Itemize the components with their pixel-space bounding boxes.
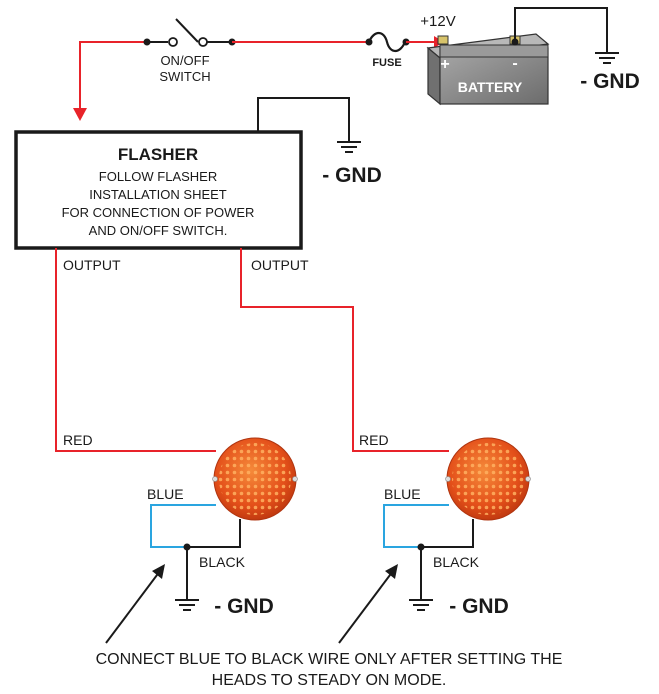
battery-voltage: +12V [420, 13, 455, 30]
black-wire-right [420, 519, 474, 600]
left-lamp-ground-label: - GND [214, 595, 274, 618]
right-lamp-red-label: RED [359, 432, 389, 448]
battery [426, 33, 550, 106]
right-lamp-black-label: BLACK [433, 554, 480, 570]
flasher-output-left: OUTPUT [63, 257, 121, 273]
blue-wire-left [150, 504, 216, 548]
left-lamp-black-label: BLACK [199, 554, 246, 570]
ground-icon [409, 599, 433, 611]
black-wire-flasher-ground [257, 97, 350, 142]
switch-label-line1: ON/OFF [160, 53, 209, 68]
flasher-title: FLASHER [118, 145, 198, 164]
switch-label-line2: SWITCH [159, 69, 210, 84]
ground-icon [337, 141, 361, 153]
battery-negative-mark: - [512, 55, 517, 72]
flasher-line2: INSTALLATION SHEET [89, 187, 227, 202]
flasher-ground-label: - GND [322, 164, 382, 187]
flasher-line1: FOLLOW FLASHER [99, 169, 217, 184]
black-wire-battery-ground [514, 7, 608, 53]
note-arrow-right-icon [338, 564, 398, 644]
arrow-down-icon [73, 108, 87, 121]
right-led-lamp [445, 437, 531, 521]
battery-ground-label: - GND [580, 70, 640, 93]
right-lamp-blue-label: BLUE [384, 486, 421, 502]
flasher-line3: FOR CONNECTION OF POWER [62, 205, 255, 220]
ground-icon [595, 52, 619, 64]
fuse-icon [365, 31, 410, 53]
left-lamp-blue-label: BLUE [147, 486, 184, 502]
on-off-switch [143, 18, 236, 47]
note-arrow-left-icon [105, 564, 165, 644]
note-line1: CONNECT BLUE TO BLACK WIRE ONLY AFTER SE… [96, 651, 563, 668]
left-lamp-red-label: RED [63, 432, 93, 448]
fuse-label: FUSE [372, 57, 401, 69]
red-wire-switch-to-flasher [79, 41, 145, 112]
ground-icon [175, 599, 199, 611]
right-lamp-ground-label: - GND [449, 595, 509, 618]
flasher-line4: AND ON/OFF SWITCH. [89, 223, 228, 238]
flasher-output-right: OUTPUT [251, 257, 309, 273]
left-led-lamp [212, 437, 298, 521]
blue-wire-right [383, 504, 449, 548]
battery-positive-mark: + [440, 56, 449, 73]
flasher-box [14, 130, 303, 250]
note-line2: HEADS TO STEADY ON MODE. [212, 672, 447, 689]
red-wire-output-left [55, 248, 216, 452]
black-wire-left [186, 519, 241, 600]
red-wire-output-right [240, 248, 449, 452]
battery-label: BATTERY [458, 79, 523, 95]
